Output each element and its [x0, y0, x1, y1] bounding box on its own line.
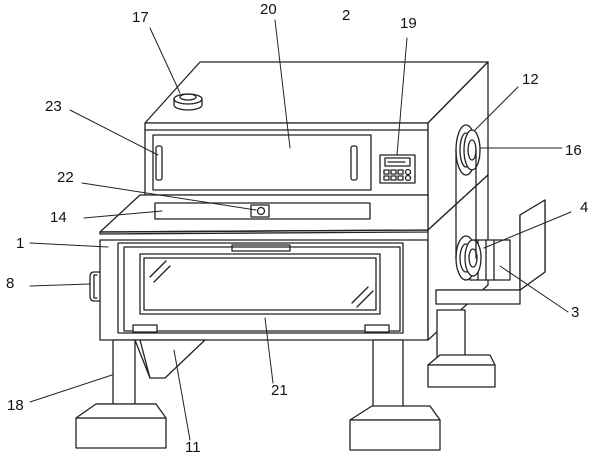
label-21: 21	[271, 382, 288, 399]
label-8: 8	[6, 275, 15, 292]
side-handle	[89, 271, 101, 302]
label-4: 4	[580, 199, 589, 216]
label-23: 23	[45, 98, 62, 115]
legs	[75, 309, 496, 451]
hopper-funnel	[134, 339, 206, 379]
label-16: 16	[565, 142, 582, 159]
label-19: 19	[400, 15, 417, 32]
belt-drive	[455, 124, 482, 281]
label-1: 1	[16, 235, 25, 252]
leader-lines	[29, 19, 572, 441]
label-22: 22	[57, 169, 74, 186]
top-door	[152, 134, 372, 191]
label-20: 20	[260, 1, 277, 18]
label-12: 12	[522, 71, 539, 88]
label-2: 2	[342, 7, 351, 24]
middle-shelf	[99, 194, 429, 235]
label-3: 3	[571, 304, 580, 321]
label-17: 17	[132, 9, 149, 26]
pipe-outlet	[173, 93, 203, 111]
motor-mount	[435, 199, 546, 305]
label-14: 14	[50, 209, 67, 226]
label-18: 18	[7, 397, 24, 414]
label-11: 11	[185, 439, 201, 456]
